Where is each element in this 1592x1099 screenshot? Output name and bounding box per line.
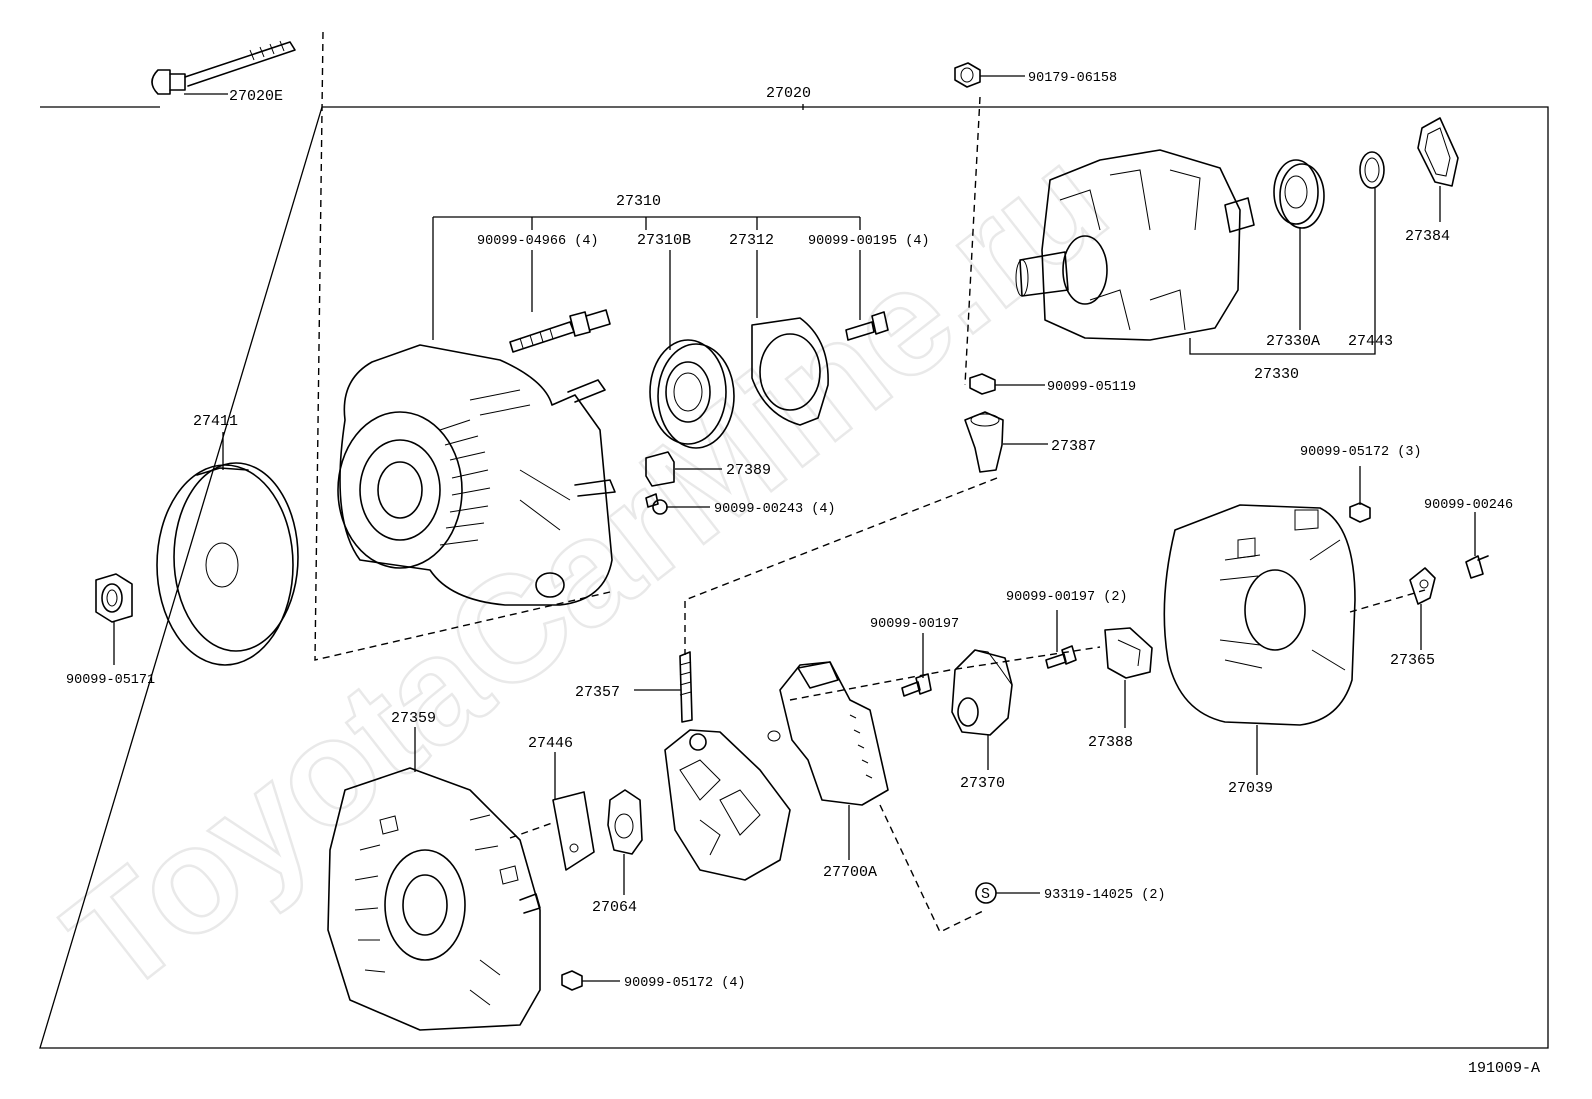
assembly-dashed-lines [314, 31, 1426, 933]
rotor-bearing-part [1273, 159, 1325, 229]
label-27064: 27064 [592, 899, 637, 916]
bearing-cover-part [1417, 117, 1459, 187]
label-27020: 27020 [766, 85, 811, 102]
terminal-nut-part [954, 62, 981, 88]
rear-end-cover-part [1163, 504, 1356, 726]
label-27370: 27370 [960, 775, 1005, 792]
terminal-insulator-27387-part [964, 411, 1004, 473]
brush-holder-part [951, 649, 1013, 736]
label-90099-00197: 90099-00197 [870, 617, 959, 632]
label-27389: 27389 [726, 462, 771, 479]
terminal-nut-05119-part [969, 373, 996, 395]
drive-end-bearing-part [649, 339, 735, 449]
rotor-ring-part [1359, 151, 1385, 189]
label-90099-00246: 90099-00246 [1424, 498, 1513, 513]
label-90099-05172-3: 90099-05172 (3) [1300, 445, 1422, 460]
label-90099-00197-2: 90099-00197 (2) [1006, 590, 1128, 605]
rotor-part [1015, 149, 1255, 341]
label-27310: 27310 [616, 193, 661, 210]
label-93319-14025: 93319-14025 (2) [1044, 888, 1166, 903]
label-27387: 27387 [1051, 438, 1096, 455]
label-27443: 27443 [1348, 333, 1393, 350]
label-27039: 27039 [1228, 780, 1273, 797]
end-frame-nut-part [561, 970, 583, 991]
label-27384: 27384 [1405, 228, 1450, 245]
label-90099-05171: 90099-05171 [66, 673, 155, 688]
insulator-27388-part [1104, 627, 1153, 679]
label-27312: 27312 [729, 232, 774, 249]
s-marker: S [975, 882, 997, 904]
bearing-retainer-plate-part [751, 317, 829, 426]
label-27020E: 27020E [229, 88, 283, 105]
s-marker-letter: S [981, 886, 990, 903]
label-90099-05172-4: 90099-05172 (4) [624, 976, 746, 991]
small-screw-00246-part [1465, 555, 1489, 579]
label-27446: 27446 [528, 735, 573, 752]
label-90099-05119: 90099-05119 [1047, 380, 1136, 395]
rear-cover-nut-part [1349, 502, 1371, 523]
plate-27446-part [552, 791, 595, 871]
label-27330: 27330 [1254, 366, 1299, 383]
label-27359: 27359 [391, 710, 436, 727]
voltage-regulator-part [767, 661, 889, 806]
label-27365: 27365 [1390, 652, 1435, 669]
pulley-nut-part [95, 573, 133, 623]
terminal-clip-part [1409, 567, 1436, 605]
diagram-code: 191009-A [1468, 1060, 1540, 1077]
terminal-insulator-part [645, 451, 675, 487]
label-90099-04966: 90099-04966 (4) [477, 234, 599, 249]
through-bolt-part [151, 40, 296, 95]
retainer-screw-part [845, 311, 889, 341]
label-27357: 27357 [575, 684, 620, 701]
screw-00197-part [901, 673, 932, 697]
rectifier-end-frame-part [327, 767, 541, 1031]
label-27310B: 27310B [637, 232, 691, 249]
stud-bolt-part [509, 309, 611, 353]
label-90099-00243: 90099-00243 (4) [714, 502, 836, 517]
assembly-frame [39, 104, 1549, 1049]
drive-end-frame-part [337, 344, 616, 606]
label-90179-06158: 90179-06158 [1028, 71, 1117, 86]
watermark: ToyotaCarMine.ru [36, 115, 1135, 1026]
rectifier-part [664, 651, 791, 881]
pulley-part [156, 462, 299, 666]
insulator-27064-part [607, 789, 643, 855]
label-27700A: 27700A [823, 864, 877, 881]
part-number-labels: 27020E 27020 90179-06158 27310 90099-049… [66, 71, 1540, 1077]
label-27388: 27388 [1088, 734, 1133, 751]
label-90099-00195: 90099-00195 (4) [808, 234, 930, 249]
label-27330A: 27330A [1266, 333, 1320, 350]
label-27411: 27411 [193, 413, 238, 430]
leader-lines [113, 75, 1476, 982]
screw-00197-pair-part [1045, 645, 1077, 669]
